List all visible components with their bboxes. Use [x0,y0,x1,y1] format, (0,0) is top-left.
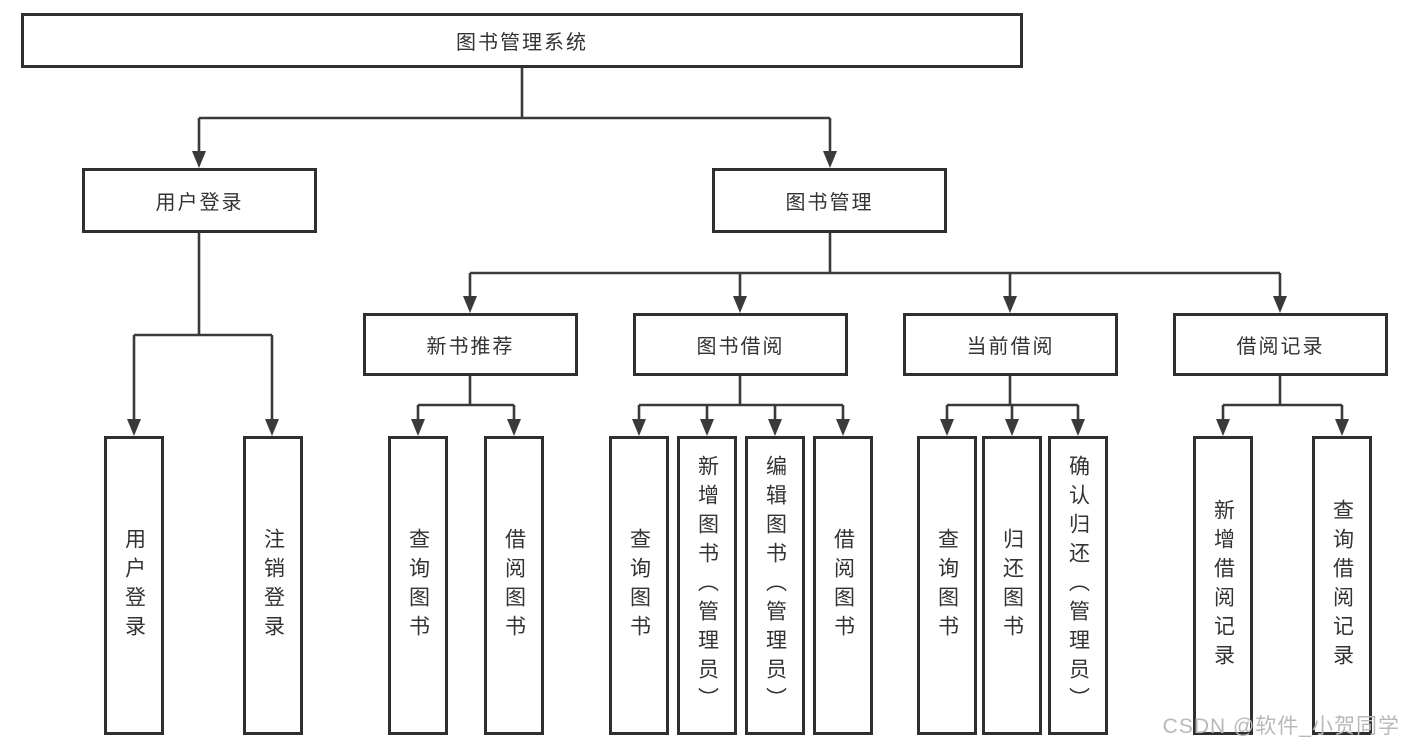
node-new-book-recommend: 新书推荐 [363,313,578,376]
node-book-management: 图书管理 [712,168,947,233]
arrowhead [507,419,521,436]
node-label: 图书管理 [785,192,874,214]
node-label: 注销登录 [261,527,285,644]
connector-borrow-records-leaves [1221,376,1344,420]
node-label: 查询图书 [935,527,959,644]
node-label: 编辑图书（管理员） [763,455,787,716]
node-label: 图书借阅 [696,336,785,358]
node-label: 查询图书 [627,527,651,644]
arrowhead [1005,419,1019,436]
node-label: 借阅图书 [831,527,855,644]
arrowhead [1335,419,1349,436]
node-label: 图书管理系统 [456,32,588,54]
node-leaf-user-login: 用户登录 [104,436,164,735]
connector-current-borrow-leaves [945,376,1080,420]
node-label: 查询借阅记录 [1330,498,1354,673]
node-label: 借阅图书 [502,527,526,644]
connector-new-books-leaves [416,376,516,420]
node-leaf-query-books-recommend: 查询图书 [388,436,448,735]
arrowhead [463,296,477,313]
arrowhead [823,151,837,168]
node-leaf-query-borrow-record: 查询借阅记录 [1312,436,1372,735]
connector-book-borrow-leaves [637,376,845,420]
arrowhead [127,419,141,436]
node-leaf-return-books: 归还图书 [982,436,1042,735]
arrowhead [411,419,425,436]
node-user-login: 用户登录 [82,168,317,233]
node-label: 新增借阅记录 [1211,498,1235,673]
arrowhead [265,419,279,436]
node-leaf-add-books-admin: 新增图书（管理员） [677,436,737,735]
node-label: 用户登录 [155,192,244,214]
connector-user-login-leaves [132,233,274,420]
node-borrow-records: 借阅记录 [1173,313,1388,376]
node-label: 新增图书（管理员） [695,455,719,716]
connector-book-mgmt-to-level3 [468,233,1282,297]
arrowhead [836,419,850,436]
node-leaf-borrow-books-recommend: 借阅图书 [484,436,544,735]
node-leaf-confirm-return-admin: 确认归还（管理员） [1048,436,1108,735]
arrowhead [1273,296,1287,313]
arrowhead [733,296,747,313]
arrowhead [192,151,206,168]
arrowhead [632,419,646,436]
csdn-watermark: CSDN @软件_小贺同学 [1162,715,1400,738]
node-current-borrow: 当前借阅 [903,313,1118,376]
node-book-borrow: 图书借阅 [633,313,848,376]
arrowhead [940,419,954,436]
node-leaf-borrow-books: 借阅图书 [813,436,873,735]
node-leaf-logout: 注销登录 [243,436,303,735]
node-label: 归还图书 [1000,527,1024,644]
arrowhead [1003,296,1017,313]
node-leaf-add-borrow-record: 新增借阅记录 [1193,436,1253,735]
arrowhead [1071,419,1085,436]
node-label: 确认归还（管理员） [1066,455,1090,716]
node-leaf-query-books-borrow: 查询图书 [609,436,669,735]
arrowhead [1216,419,1230,436]
arrowhead [700,419,714,436]
node-leaf-edit-books-admin: 编辑图书（管理员） [745,436,805,735]
node-label: 查询图书 [406,527,430,644]
node-label: 当前借阅 [966,336,1055,358]
node-root-system: 图书管理系统 [21,13,1023,68]
node-label: 借阅记录 [1236,336,1325,358]
node-label: 用户登录 [122,527,146,644]
node-label: 新书推荐 [426,336,515,358]
connector-root-to-level2 [197,68,832,152]
node-leaf-query-books-current: 查询图书 [917,436,977,735]
arrowhead [768,419,782,436]
